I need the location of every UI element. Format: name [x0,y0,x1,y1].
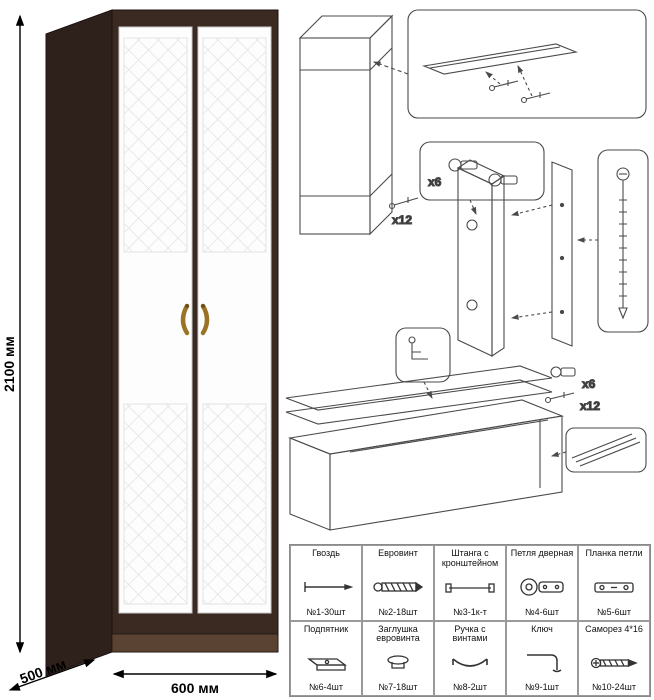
width-dimension-label: 600 мм [171,680,219,696]
part-count: №4-6шт [524,606,559,617]
rails-callout [550,427,647,473]
depth-dimension-label: 500 мм [18,655,69,686]
part-name: Ключ [531,623,553,634]
door-hinge-icon [515,574,569,600]
parts-table-cell-hinge-plate: Планка петли №5-6шт [578,545,650,621]
part-count: №7-18шт [378,682,418,692]
parts-table-cell-rod: Штанга с кронштейном №3-1к-т [434,545,506,621]
right-door-upper-quilted-panel [202,37,267,253]
right-door-lower-quilted-panel [202,403,267,605]
rail-mounting-callout [407,9,647,119]
parts-table-cell-nail: Гвоздь №1-30шт [290,545,362,621]
nail-icon [299,576,353,598]
side-panel-diagram [456,159,506,358]
wardrobe-base-strip [111,633,279,653]
part-name: Ручка с винтами [452,623,488,644]
hinges-bottom-qty-label: x6 [582,377,596,391]
height-dimension-label: 2100 мм [1,336,17,392]
parts-table-cell-hinge: Петля дверная №4-6шт [506,545,578,621]
parts-table-cell-handle: Ручка с винтами №8-2шт [434,620,506,696]
left-door-handle [180,303,190,336]
left-door-lower-quilted-panel [123,403,188,605]
screws-qty-bottom: x12 [544,392,601,414]
hinge-callout-mid: x6 [419,141,545,216]
carcass-callout-leader [372,61,409,75]
parts-table-cell-cap: Заглушка евровинта №7-18шт [362,620,434,696]
rail-screw-2 [520,92,551,104]
assembly-diagrams: x12 x6 [285,9,649,531]
foot-pad-icon [299,651,353,675]
part-count: №8-2шт [452,682,487,692]
wardrobe-illustration [45,9,279,677]
self-tapping-screw-icon [587,651,641,675]
confirmat-screw-callout [576,149,649,333]
part-name: Евровинт [378,548,418,558]
rail-screw-1 [488,80,519,92]
right-handle-screw [201,304,205,308]
part-count: №10-24шт [591,682,636,692]
hinges-mid-qty-label: x6 [428,175,442,189]
screws-qty-top: x12 [388,197,419,228]
part-name: Планка петли [585,548,643,558]
key-icon [515,650,569,676]
screws-bottom-qty-label: x12 [580,399,600,413]
door-panel-diagram [510,161,573,347]
part-name: Штанга с кронштейном [441,548,499,568]
left-handle-screw [185,304,189,308]
part-name: Саморез 4*16 [585,623,643,634]
panels-assembly-diagram [285,365,565,531]
parts-table-cell-key: Ключ №9-1шт [506,620,578,696]
part-count: №6-4шт [308,682,343,692]
hinges-qty-bottom: x6 [550,366,596,392]
key-callout [395,327,451,399]
part-count: №9-1шт [524,682,559,692]
left-door-upper-quilted-panel [123,37,188,253]
screws-top-qty-label: x12 [392,213,412,227]
parts-table: Гвоздь №1-30шт Евровинт №2-18шт [289,544,651,697]
part-name: Подпятник [303,623,349,634]
rod-with-bracket-icon [443,575,497,601]
part-count: №2-18шт [378,606,418,617]
part-count: №5-6шт [596,606,631,617]
depth-dimension-arrow [8,659,96,691]
hinge-plate-icon [587,576,641,598]
part-count: №1-30шт [306,606,346,617]
confirmat-screw-icon [371,576,425,598]
part-count: №3-1к-т [453,606,487,617]
wardrobe-side-panel [45,9,113,677]
part-name: Заглушка евровинта [376,623,420,644]
part-name: Петля дверная [510,548,574,558]
screw-cap-icon [371,651,425,675]
parts-table-cell-screw: Саморез 4*16 №10-24шт [578,620,650,696]
part-name: Гвоздь [312,548,340,558]
parts-table-cell-footpad: Подпятник №6-4шт [290,620,362,696]
right-door-handle [200,303,210,336]
parts-table-cell-confirmat: Евровинт №2-18шт [362,545,434,621]
carcass-diagram [298,14,394,236]
handle-with-screws-icon [443,651,497,675]
